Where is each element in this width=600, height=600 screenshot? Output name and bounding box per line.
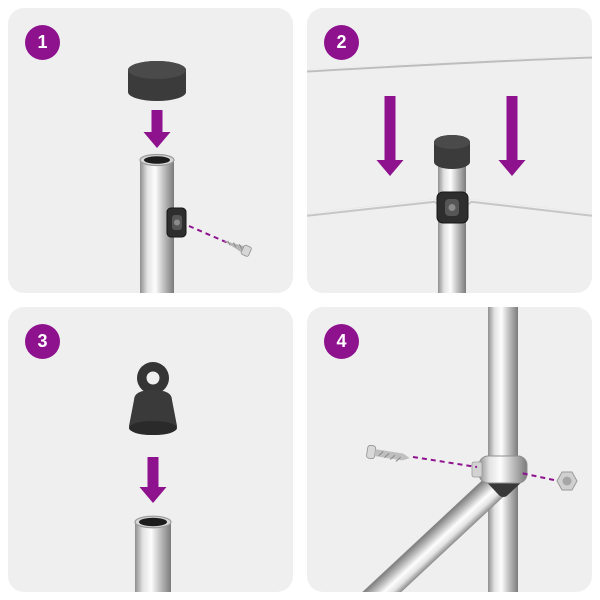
pole-cap xyxy=(434,135,470,169)
dashed-guide-line xyxy=(520,472,555,481)
step-panel-3: 3 xyxy=(8,307,293,592)
bolt-icon xyxy=(556,471,578,491)
arrow-down-icon xyxy=(139,457,167,503)
upper-wire xyxy=(307,55,592,73)
step-3-illustration xyxy=(129,362,177,592)
step-number: 2 xyxy=(336,32,347,52)
step-number-badge: 3 xyxy=(25,324,60,359)
step-1-illustration xyxy=(128,61,252,293)
dashed-guide-line xyxy=(412,456,478,468)
open-post xyxy=(134,515,172,592)
step-2-illustration xyxy=(307,55,592,293)
wire-clamp xyxy=(166,207,187,238)
step-number-badge: 2 xyxy=(324,25,359,60)
step-number: 4 xyxy=(336,331,347,351)
step-number-badge: 1 xyxy=(25,25,60,60)
capped-post xyxy=(434,135,470,293)
screw-icon xyxy=(366,444,410,462)
step-number: 1 xyxy=(37,32,48,52)
step-number-badge: 4 xyxy=(324,324,359,359)
wire-clamp xyxy=(436,191,469,224)
brace-clamp xyxy=(471,455,528,484)
arrow-down-icon xyxy=(376,96,404,176)
screw-icon xyxy=(223,240,252,257)
arrow-down-icon xyxy=(143,110,171,148)
step-panel-1: 1 xyxy=(8,8,293,293)
arrow-down-icon xyxy=(498,96,526,176)
pole-cap xyxy=(128,61,186,101)
step-panel-2: 2 xyxy=(307,8,592,293)
step-number: 3 xyxy=(37,331,48,351)
step-4-illustration xyxy=(356,307,578,592)
step-panel-4: 4 xyxy=(307,307,592,592)
post xyxy=(488,307,518,592)
eyelet-cap xyxy=(129,362,177,435)
